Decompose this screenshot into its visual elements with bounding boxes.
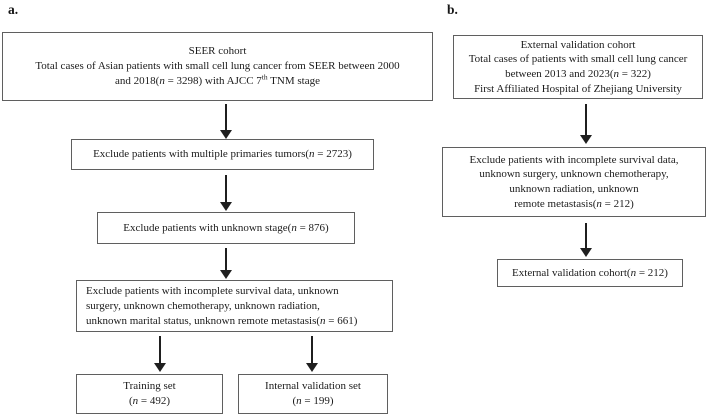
- box-line: (n = 492): [128, 395, 171, 407]
- panel-a-label: a.: [8, 2, 19, 17]
- box-line: between 2013 and 2023(n = 322): [505, 68, 651, 80]
- exclude-multiple-primaries-box: Exclude patients with multiple primaries…: [71, 139, 374, 170]
- arrow-down-icon: [154, 336, 166, 372]
- box-line: SEER cohort: [188, 45, 247, 57]
- box-line: External validation cohort(n = 212): [512, 266, 668, 279]
- box-line: and 2018(n = 3298) with AJCC 7th TNM sta…: [115, 72, 320, 87]
- exclude-unknown-stage-box: Exclude patients with unknown stage(n = …: [97, 212, 355, 244]
- box-line: Exclude patients with incomplete surviva…: [86, 284, 339, 297]
- box-line: Total cases of Asian patients with small…: [35, 60, 400, 72]
- internal-validation-set-box: Internal validation set (n = 199): [238, 374, 388, 414]
- box-line: (n = 199): [292, 395, 334, 407]
- box-line: Exclude patients with multiple primaries…: [93, 148, 352, 160]
- box-line: Exclude patients with unknown stage(n = …: [123, 221, 329, 234]
- box-line: External validation cohort: [520, 38, 636, 51]
- arrow-down-icon: [580, 104, 592, 144]
- arrow-down-icon: [580, 223, 592, 257]
- box-line: Training set: [123, 380, 176, 392]
- seer-cohort-box: SEER cohort Total cases of Asian patient…: [2, 32, 433, 101]
- exclude-incomplete-data-box-b: Exclude patients with incomplete surviva…: [442, 147, 706, 217]
- box-line: Exclude patients with incomplete surviva…: [469, 153, 679, 166]
- external-cohort-box: External validation cohort Total cases o…: [453, 35, 703, 99]
- box-line: unknown radiation, unknown: [509, 183, 639, 195]
- arrow-down-icon: [306, 336, 318, 372]
- box-line: First Affiliated Hospital of Zhejiang Un…: [474, 82, 682, 95]
- arrow-down-icon: [220, 104, 232, 139]
- exclude-incomplete-data-box: Exclude patients with incomplete surviva…: [76, 280, 393, 332]
- box-line: remote metastasis(n = 212): [514, 197, 634, 210]
- box-line: surgery, unknown chemotherapy, unknown r…: [86, 299, 320, 312]
- box-line: unknown marital status, unknown remote m…: [86, 314, 358, 327]
- arrow-down-icon: [220, 248, 232, 279]
- arrow-down-icon: [220, 175, 232, 211]
- box-line: Total cases of patients with small cell …: [468, 53, 688, 66]
- box-line: Internal validation set: [265, 380, 361, 392]
- external-validation-final-box: External validation cohort(n = 212): [497, 259, 683, 287]
- panel-b-label: b.: [447, 2, 458, 17]
- box-line: unknown surgery, unknown chemotherapy,: [479, 168, 669, 181]
- training-set-box: Training set (n = 492): [76, 374, 223, 414]
